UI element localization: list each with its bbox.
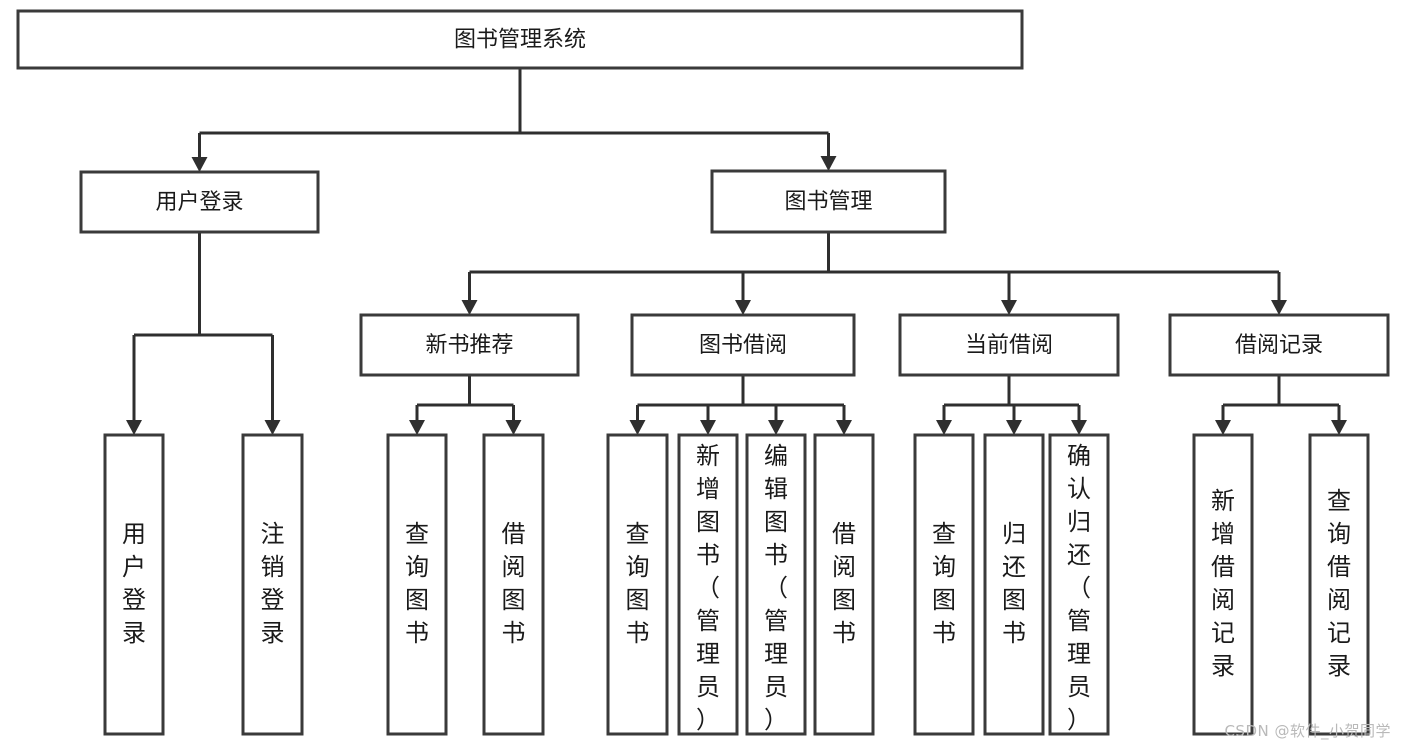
node-leaf-当前借阅-2-label: 归还图书 [1002, 520, 1026, 647]
node-level3-图书借阅-label: 图书借阅 [699, 333, 787, 358]
node-level3-图书借阅-rect [630, 313, 856, 377]
node-leaf-借阅记录-2-label: 查询借阅记录 [1327, 487, 1351, 680]
node-leaf-图书借阅-2[interactable]: 新增图书（管理员） [677, 433, 739, 736]
to-leaf-userlogin-2-arrowhead [264, 420, 281, 435]
node-level2-用户登录-rect [79, 170, 320, 234]
node-leaf-图书借阅-2-label: 新增图书（管理员） [696, 442, 720, 734]
node-root-图书管理系统[interactable]: 图书管理系统 [16, 9, 1024, 70]
node-leaf-新书推荐-1[interactable]: 查询图书 [386, 433, 448, 736]
to-book-mgmt-arrowhead [820, 156, 837, 171]
node-leaf-当前借阅-3-rect [1048, 433, 1110, 736]
to-level3-2-arrowhead [735, 300, 751, 315]
node-leaf-当前借阅-2[interactable]: 归还图书 [983, 433, 1045, 736]
node-leaf-图书借阅-3-rect [745, 433, 807, 736]
node-level3-当前借阅[interactable]: 当前借阅 [898, 313, 1120, 377]
node-leaf-借阅记录-2-rect [1308, 433, 1370, 736]
connector-layer [126, 68, 1347, 435]
to-level3-4-arrowhead [1271, 300, 1287, 315]
node-level3-当前借阅-rect [898, 313, 1120, 377]
node-leaf-图书借阅-1[interactable]: 查询图书 [606, 433, 669, 736]
node-level3-借阅记录[interactable]: 借阅记录 [1168, 313, 1390, 377]
to-leaf-userlogin-1-arrowhead [126, 420, 142, 435]
node-leaf-用户登录-1-rect [103, 433, 165, 736]
to-leaf-图书借阅-1-arrowhead [629, 420, 646, 435]
node-leaf-用户登录-2-rect [241, 433, 304, 736]
node-leaf-当前借阅-1-rect [913, 433, 975, 736]
node-leaf-当前借阅-3[interactable]: 确认归还（管理员） [1048, 433, 1110, 736]
to-leaf-当前借阅-1-arrowhead [936, 420, 952, 435]
node-leaf-图书借阅-1-label: 查询图书 [626, 520, 650, 647]
node-level3-新书推荐-rect [359, 313, 580, 377]
node-leaf-借阅记录-1[interactable]: 新增借阅记录 [1192, 433, 1254, 736]
to-level3-3-arrowhead [1001, 300, 1017, 315]
to-leaf-新书推荐-1-arrowhead [409, 420, 425, 435]
node-leaf-借阅记录-1-label: 新增借阅记录 [1211, 487, 1235, 680]
to-leaf-图书借阅-4-arrowhead [836, 420, 852, 435]
node-level3-当前借阅-label: 当前借阅 [965, 333, 1053, 358]
node-leaf-图书借阅-3[interactable]: 编辑图书（管理员） [745, 433, 807, 736]
node-level2-图书管理-label: 图书管理 [784, 190, 872, 215]
node-leaf-图书借阅-3-label: 编辑图书（管理员） [764, 442, 788, 734]
to-leaf-当前借阅-2-arrowhead [1006, 420, 1022, 435]
node-leaf-新书推荐-2-label: 借阅图书 [502, 520, 526, 647]
node-leaf-新书推荐-1-label: 查询图书 [405, 520, 429, 647]
node-level3-新书推荐-label: 新书推荐 [425, 333, 513, 358]
to-leaf-新书推荐-2-arrowhead [505, 420, 522, 435]
node-leaf-用户登录-1[interactable]: 用户登录 [103, 433, 165, 736]
to-level3-1-arrowhead [461, 300, 478, 315]
box-layer: 图书管理系统用户登录图书管理新书推荐图书借阅当前借阅借阅记录用户登录注销登录查询… [16, 9, 1390, 736]
to-leaf-借阅记录-2-arrowhead [1331, 420, 1347, 435]
node-leaf-用户登录-2[interactable]: 注销登录 [241, 433, 304, 736]
node-leaf-新书推荐-2[interactable]: 借阅图书 [482, 433, 545, 736]
node-leaf-图书借阅-4[interactable]: 借阅图书 [813, 433, 875, 736]
node-level3-借阅记录-label: 借阅记录 [1235, 333, 1323, 358]
node-leaf-新书推荐-2-rect [482, 433, 545, 736]
node-level3-图书借阅[interactable]: 图书借阅 [630, 313, 856, 377]
node-leaf-图书借阅-1-rect [606, 433, 669, 736]
node-root-图书管理系统-rect [16, 9, 1024, 70]
to-user-login-arrowhead [191, 157, 208, 172]
node-leaf-新书推荐-1-rect [386, 433, 448, 736]
node-level2-用户登录-label: 用户登录 [155, 190, 243, 215]
node-leaf-用户登录-1-label: 用户登录 [122, 520, 146, 647]
node-leaf-借阅记录-1-rect [1192, 433, 1254, 736]
to-leaf-当前借阅-3-arrowhead [1071, 420, 1087, 435]
node-leaf-用户登录-2-label: 注销登录 [261, 520, 285, 647]
csdn-watermark: CSDN @软件_小贺同学 [1224, 722, 1391, 740]
node-leaf-当前借阅-1[interactable]: 查询图书 [913, 433, 975, 736]
node-leaf-当前借阅-2-rect [983, 433, 1045, 736]
node-leaf-图书借阅-2-rect [677, 433, 739, 736]
to-leaf-图书借阅-3-arrowhead [768, 420, 784, 435]
node-leaf-图书借阅-4-label: 借阅图书 [832, 520, 856, 647]
node-leaf-图书借阅-4-rect [813, 433, 875, 736]
node-level2-用户登录[interactable]: 用户登录 [79, 170, 320, 234]
node-leaf-当前借阅-1-label: 查询图书 [932, 520, 956, 647]
node-level3-新书推荐[interactable]: 新书推荐 [359, 313, 580, 377]
node-leaf-借阅记录-2[interactable]: 查询借阅记录 [1308, 433, 1370, 736]
node-level3-借阅记录-rect [1168, 313, 1390, 377]
node-leaf-当前借阅-3-label: 确认归还（管理员） [1067, 442, 1091, 734]
node-level2-图书管理[interactable]: 图书管理 [710, 169, 947, 234]
node-root-图书管理系统-label: 图书管理系统 [454, 28, 586, 53]
node-level2-图书管理-rect [710, 169, 947, 234]
to-leaf-图书借阅-2-arrowhead [700, 420, 716, 435]
to-leaf-借阅记录-1-arrowhead [1215, 420, 1231, 435]
